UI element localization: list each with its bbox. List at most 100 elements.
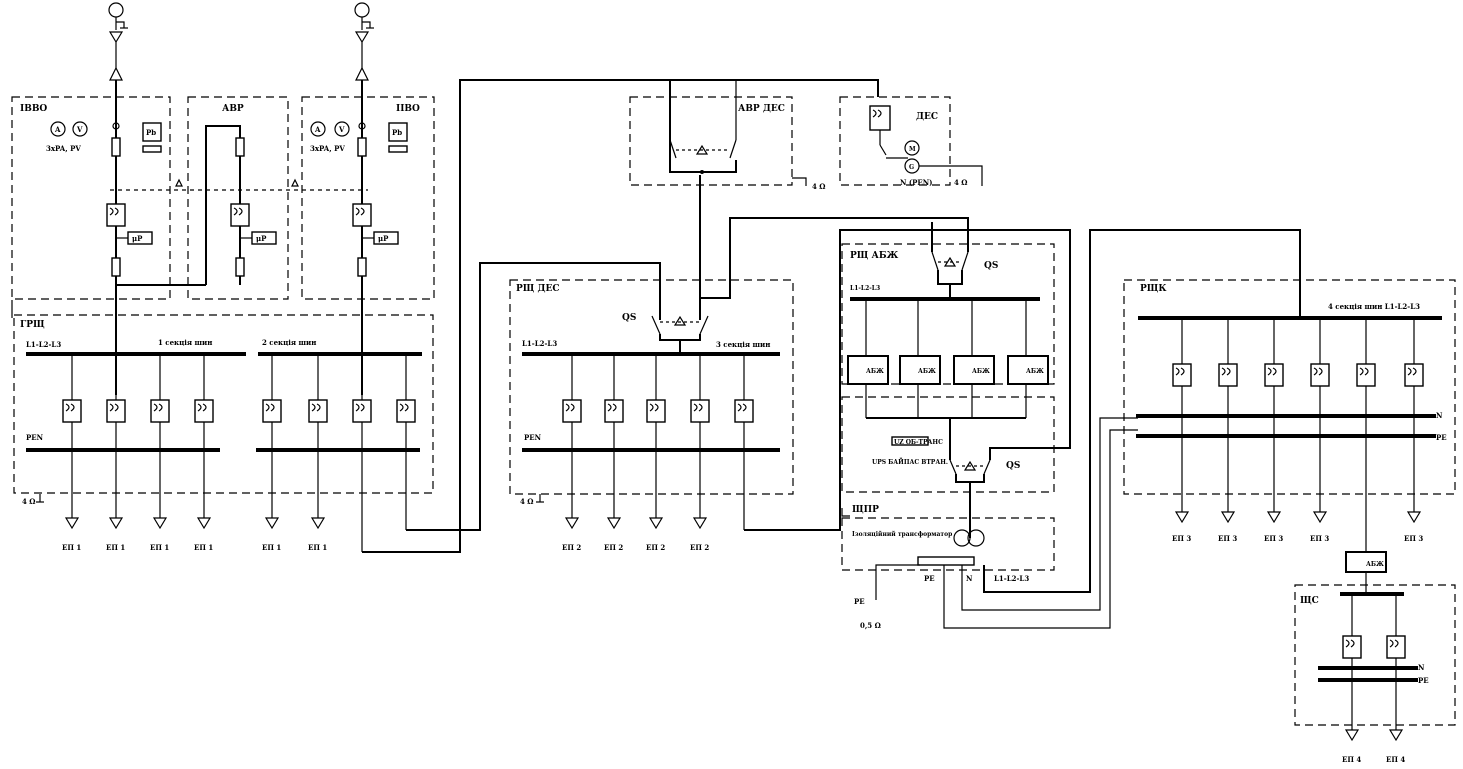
meters-note: 3хPA, PV <box>46 144 81 153</box>
branch-4 <box>194 354 214 530</box>
grsh-board: ГРЩ L1-L2-L3 1 секція шин 2 секція шин P… <box>11 300 422 506</box>
svg-text:A: A <box>314 125 321 134</box>
shcs-board: ЩС N PE ЕП 4 ЕП 4 <box>1300 592 1429 764</box>
transformer-symbol-2 <box>354 2 370 18</box>
motor-icon <box>904 140 920 156</box>
svg-text:АБЖ: АБЖ <box>866 368 884 375</box>
panel-title: РЩ ДЕС <box>516 284 560 294</box>
load-label: ЕП 1 <box>106 543 125 552</box>
load-label: ЕП 3 <box>1218 534 1237 543</box>
svg-text:0,5 Ω: 0,5 Ω <box>860 621 881 630</box>
fuse-icon <box>111 257 121 277</box>
load-label: ЕП 2 <box>690 543 709 552</box>
rsh-dgs-board: РЩ ДЕС L1-L2-L3 QS 3 секція шин PEN 4 Ω <box>516 284 780 506</box>
panel-title: ЩПР <box>852 505 879 515</box>
load-label: ЕП 4 <box>1342 755 1361 764</box>
svg-text:L1-L2-L3: L1-L2-L3 <box>26 340 61 349</box>
grsh-branches <box>62 354 416 552</box>
svg-text:G: G <box>909 164 914 171</box>
svg-text:QS: QS <box>622 313 636 323</box>
svg-text:4 Ω: 4 Ω <box>22 497 36 506</box>
panel-shgr-border <box>841 396 1055 493</box>
load-label: ЕП 3 <box>1264 534 1283 543</box>
load-label: ЕП 3 <box>1310 534 1329 543</box>
power-meter-icon <box>142 122 162 142</box>
svg-text:QS: QS <box>1006 461 1020 471</box>
avr-tie: μP <box>110 125 368 286</box>
load-label: ЕП 2 <box>604 543 623 552</box>
panel-ivvo2-border <box>301 96 435 300</box>
load-label: ЕП 4 <box>1386 755 1405 764</box>
svg-text:UPS БАЙПАС ВТРАН.: UPS БАЙПАС ВТРАН. <box>872 458 948 466</box>
branch-6 <box>308 354 328 530</box>
panel-title: ІІВО <box>396 104 420 114</box>
svg-text:АБЖ: АБЖ <box>1366 561 1384 568</box>
load-label: ЕП 2 <box>562 543 581 552</box>
panel-rshk-border <box>1123 279 1456 495</box>
svg-text:2 секція шин: 2 секція шин <box>262 338 316 347</box>
load-label: ЕП 1 <box>262 543 281 552</box>
input-feeder-2: μP <box>352 2 399 395</box>
panel-transformer-border <box>841 517 1055 571</box>
transformer-label: Ізоляційний трансформатор <box>852 531 952 538</box>
load-label: ЕП 2 <box>646 543 665 552</box>
panel-rsh-dgs-border <box>509 279 794 495</box>
panel-title: АВР ДЕС <box>738 104 785 114</box>
rsh-dgs-branches <box>562 354 754 530</box>
ammeter-icon <box>310 121 326 137</box>
svg-text:Pb: Pb <box>146 128 156 137</box>
relay-label: μP <box>132 234 143 243</box>
meters-ivvo: A V Pb 3хPA, PV ІВВО <box>20 104 162 153</box>
panel-grsh-border <box>13 314 434 494</box>
shgr-board: ЩПР UZ ОБ-ТРАНС UPS БАЙПАС ВТРАН. QS <box>841 436 1020 538</box>
svg-text:UZ ОБ-ТРАНС: UZ ОБ-ТРАНС <box>894 439 943 446</box>
panel-title: ГРЩ <box>20 320 45 330</box>
branch-1 <box>62 354 82 530</box>
panel-avr-dgs-border <box>629 96 793 186</box>
load-label: ЕП 1 <box>308 543 327 552</box>
svg-text:PE: PE <box>854 597 865 606</box>
relay-label: μP <box>378 234 389 243</box>
transformer-symbol-1 <box>108 2 124 18</box>
panel-dgs-border <box>839 96 951 186</box>
svg-text:N (PEN): N (PEN) <box>900 178 932 187</box>
voltmeter-icon <box>334 121 350 137</box>
panel-borders <box>11 96 1456 726</box>
svg-text:L1-L2-L3: L1-L2-L3 <box>994 574 1029 583</box>
ep2-labels: ЕП 2 ЕП 2 ЕП 2 ЕП 2 <box>562 543 709 552</box>
panel-title: АВР <box>222 104 244 114</box>
load-label: ЕП 1 <box>150 543 169 552</box>
uz-block <box>891 436 929 446</box>
voltmeter-icon <box>72 121 88 137</box>
svg-text:4 Ω: 4 Ω <box>812 182 826 191</box>
svg-text:V: V <box>76 125 83 134</box>
meters-ivvo2: A V Pb 3хPA, PV ІІВО <box>310 104 420 153</box>
breaker-icon <box>869 105 891 131</box>
svg-text:V: V <box>338 125 345 134</box>
ammeter-icon <box>50 121 66 137</box>
input-feeder-1: μP <box>106 2 153 395</box>
svg-text:PE: PE <box>1436 433 1447 442</box>
panel-title: РЩ АБЖ <box>850 251 899 261</box>
svg-text:μP: μP <box>256 234 267 243</box>
load-label: ЕП 3 <box>1172 534 1191 543</box>
load-label: ЕП 3 <box>1404 534 1423 543</box>
svg-text:N: N <box>1418 663 1425 672</box>
svg-text:АБЖ: АБЖ <box>918 368 936 375</box>
svg-text:PEN: PEN <box>26 433 44 442</box>
svg-text:PE: PE <box>924 574 935 583</box>
panel-title: ІВВО <box>20 104 47 114</box>
svg-text:L1-L2-L3: L1-L2-L3 <box>850 285 880 292</box>
rshk-board: РЩК 4 секція шин L1-L2-L3 N PE <box>1136 284 1447 552</box>
svg-text:M: M <box>909 146 916 153</box>
svg-text:4 Ω: 4 Ω <box>954 178 968 187</box>
avr-dgs: АВР ДЕС 4 Ω <box>669 80 826 191</box>
panel-shcs-border <box>1294 584 1456 726</box>
isolation-transformer: Ізоляційний трансформатор PE 0,5 Ω PE N … <box>852 229 1301 630</box>
arrow-up-icon <box>355 66 369 81</box>
fuse-icon <box>111 137 121 157</box>
branch-8 <box>396 354 416 530</box>
abzh-unit-1: АБЖ <box>847 355 889 385</box>
arrow-up-icon <box>109 66 123 81</box>
